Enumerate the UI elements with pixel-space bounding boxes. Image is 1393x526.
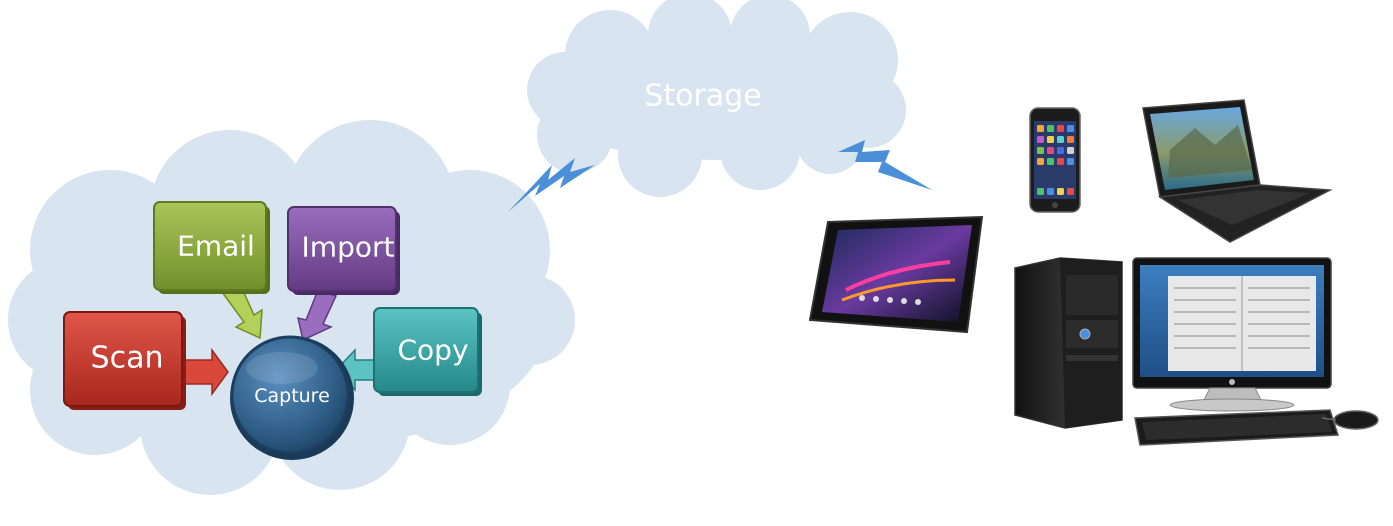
copy-label: Copy xyxy=(397,334,468,367)
import-box: Import xyxy=(287,206,400,295)
arrow-import-to-capture xyxy=(296,289,338,342)
scan-label: Scan xyxy=(91,341,164,376)
tablet-icon xyxy=(808,215,984,334)
email-label: Email xyxy=(177,230,255,263)
capture-node: Capture xyxy=(230,335,354,460)
storage-label: Storage xyxy=(644,79,761,114)
email-box: Email xyxy=(153,201,270,294)
scan-box: Scan xyxy=(63,311,186,410)
lightning-bolt-right xyxy=(838,140,932,190)
import-label: Import xyxy=(302,231,395,264)
desktop-computer-icon xyxy=(1014,257,1379,446)
storage-cloud: Storage xyxy=(527,0,906,197)
capture-label: Capture xyxy=(254,385,330,407)
laptop-icon xyxy=(1142,99,1333,243)
lightning-bolt-left xyxy=(508,158,595,212)
copy-box: Copy xyxy=(373,307,482,396)
smartphone-icon xyxy=(1029,107,1081,213)
